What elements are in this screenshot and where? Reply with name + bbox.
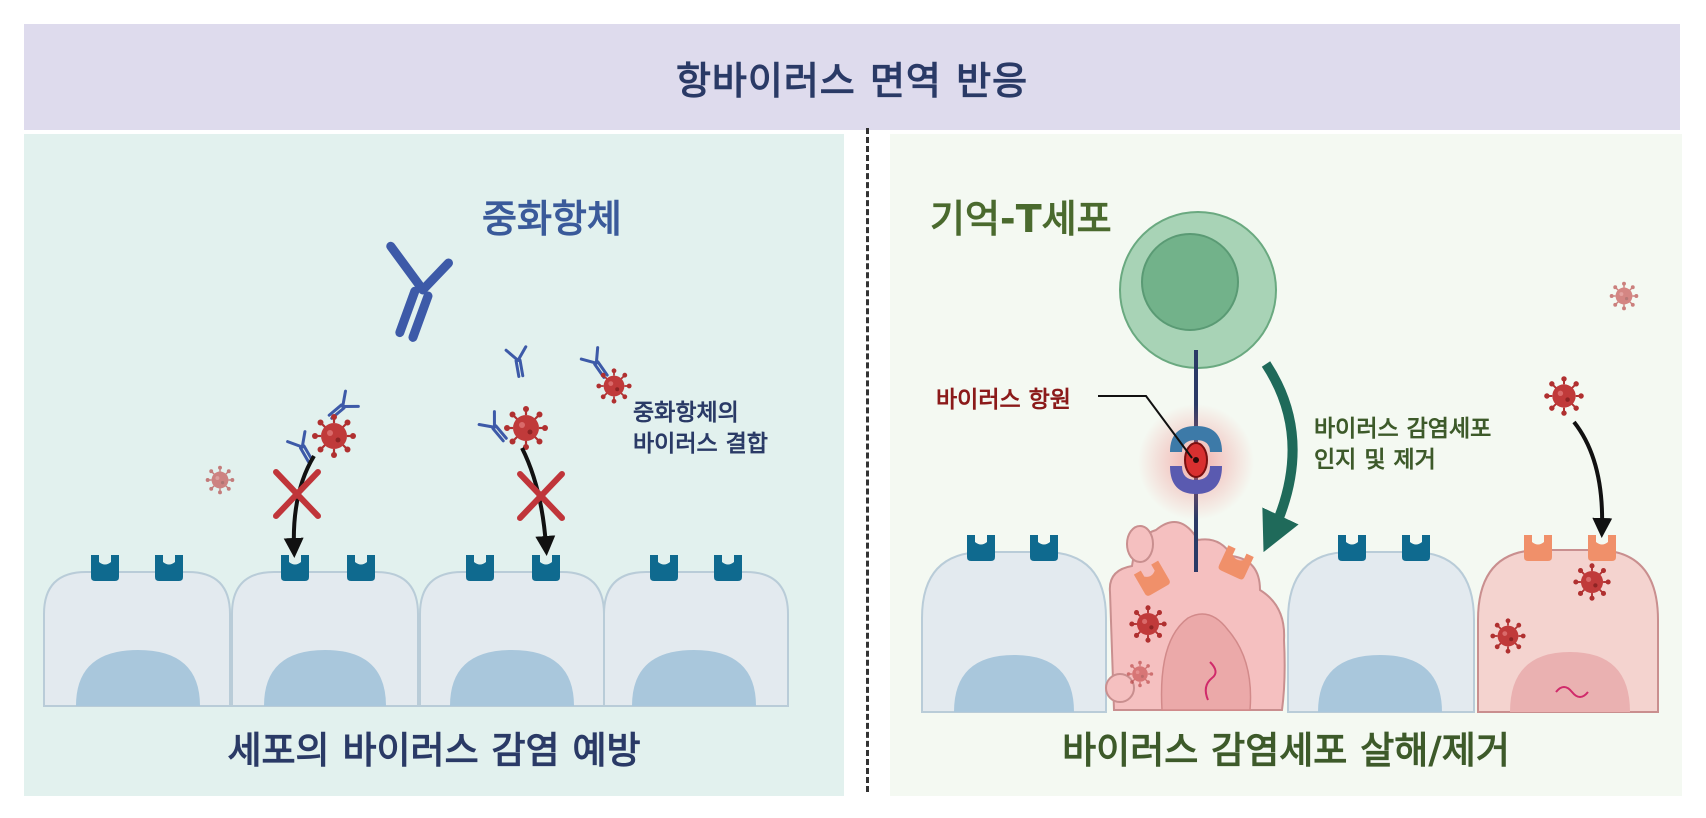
- recognition-note: 바이러스 감염세포 인지 및 제거: [1314, 414, 1491, 476]
- memory-t-cell-title: 기억-T세포: [930, 197, 1112, 241]
- receptor-icon: [1402, 535, 1430, 561]
- note-line: 바이러스 결합: [633, 431, 768, 457]
- receptor-icon: [967, 535, 995, 561]
- note-line: 바이러스 감염세포: [1314, 416, 1492, 442]
- virus-icon: [502, 404, 550, 452]
- panel-divider: [866, 128, 869, 792]
- memory-t-cell: [1119, 211, 1277, 369]
- receptor-icon: [650, 555, 678, 581]
- virus-icon: [204, 464, 236, 496]
- virus-icon: [1572, 562, 1612, 602]
- host-cell: [43, 571, 231, 707]
- antibody-icon: [322, 389, 360, 426]
- virus-icon: [1543, 375, 1585, 417]
- neutralizing-antibody-title: 중화항체: [482, 197, 622, 241]
- block-x-icon: [517, 471, 565, 521]
- receptor-icon: [155, 555, 183, 581]
- antibody-binding-note: 중화항체의 바이러스 결합: [633, 398, 768, 460]
- virus-icon: [595, 367, 633, 405]
- right-panel-caption: 바이러스 감염세포 살해/제거: [1062, 729, 1510, 772]
- page-title: 항바이러스 면역 반응: [675, 58, 1029, 103]
- viral-antigen-icon: [1588, 535, 1616, 561]
- host-cell: [419, 571, 605, 707]
- host-cell: [231, 571, 419, 707]
- receptor-icon: [532, 555, 560, 581]
- virus-icon: [1126, 660, 1154, 688]
- note-line: 인지 및 제거: [1314, 447, 1436, 473]
- virus-icon: [1608, 280, 1640, 312]
- receptor-icon: [1030, 535, 1058, 561]
- receptor-icon: [91, 555, 119, 581]
- antibody-icon-large: [386, 241, 454, 342]
- viral-antigen-label: 바이러스 항원: [936, 387, 1071, 413]
- receptor-icon: [1338, 535, 1366, 561]
- receptor-icon: [347, 555, 375, 581]
- receptor-icon: [281, 555, 309, 581]
- block-x-icon: [273, 469, 321, 519]
- host-cell: [1287, 551, 1475, 713]
- left-cell-row: [43, 571, 789, 707]
- note-line: 중화항체의: [633, 400, 739, 426]
- virus-icon: [1489, 617, 1527, 655]
- antibody-icon: [579, 346, 616, 384]
- receptor-icon: [714, 555, 742, 581]
- viral-antigen-icon: [1524, 535, 1552, 561]
- antibody-icon: [504, 345, 533, 380]
- receptor-icon: [466, 555, 494, 581]
- left-panel-caption: 세포의 바이러스 감염 예방: [227, 729, 641, 772]
- killing-arrow: [1261, 361, 1299, 553]
- right-cell-row: [921, 549, 1659, 713]
- infection-arrow: [1572, 420, 1613, 538]
- host-cell: [603, 571, 789, 707]
- antigen-pointer-line: [1098, 395, 1193, 459]
- virus-icon: [1128, 604, 1168, 644]
- header-banner: 항바이러스 면역 반응: [24, 24, 1680, 130]
- infected-cell: [1477, 549, 1659, 713]
- host-cell: [921, 551, 1107, 713]
- virus-icon: [310, 412, 358, 460]
